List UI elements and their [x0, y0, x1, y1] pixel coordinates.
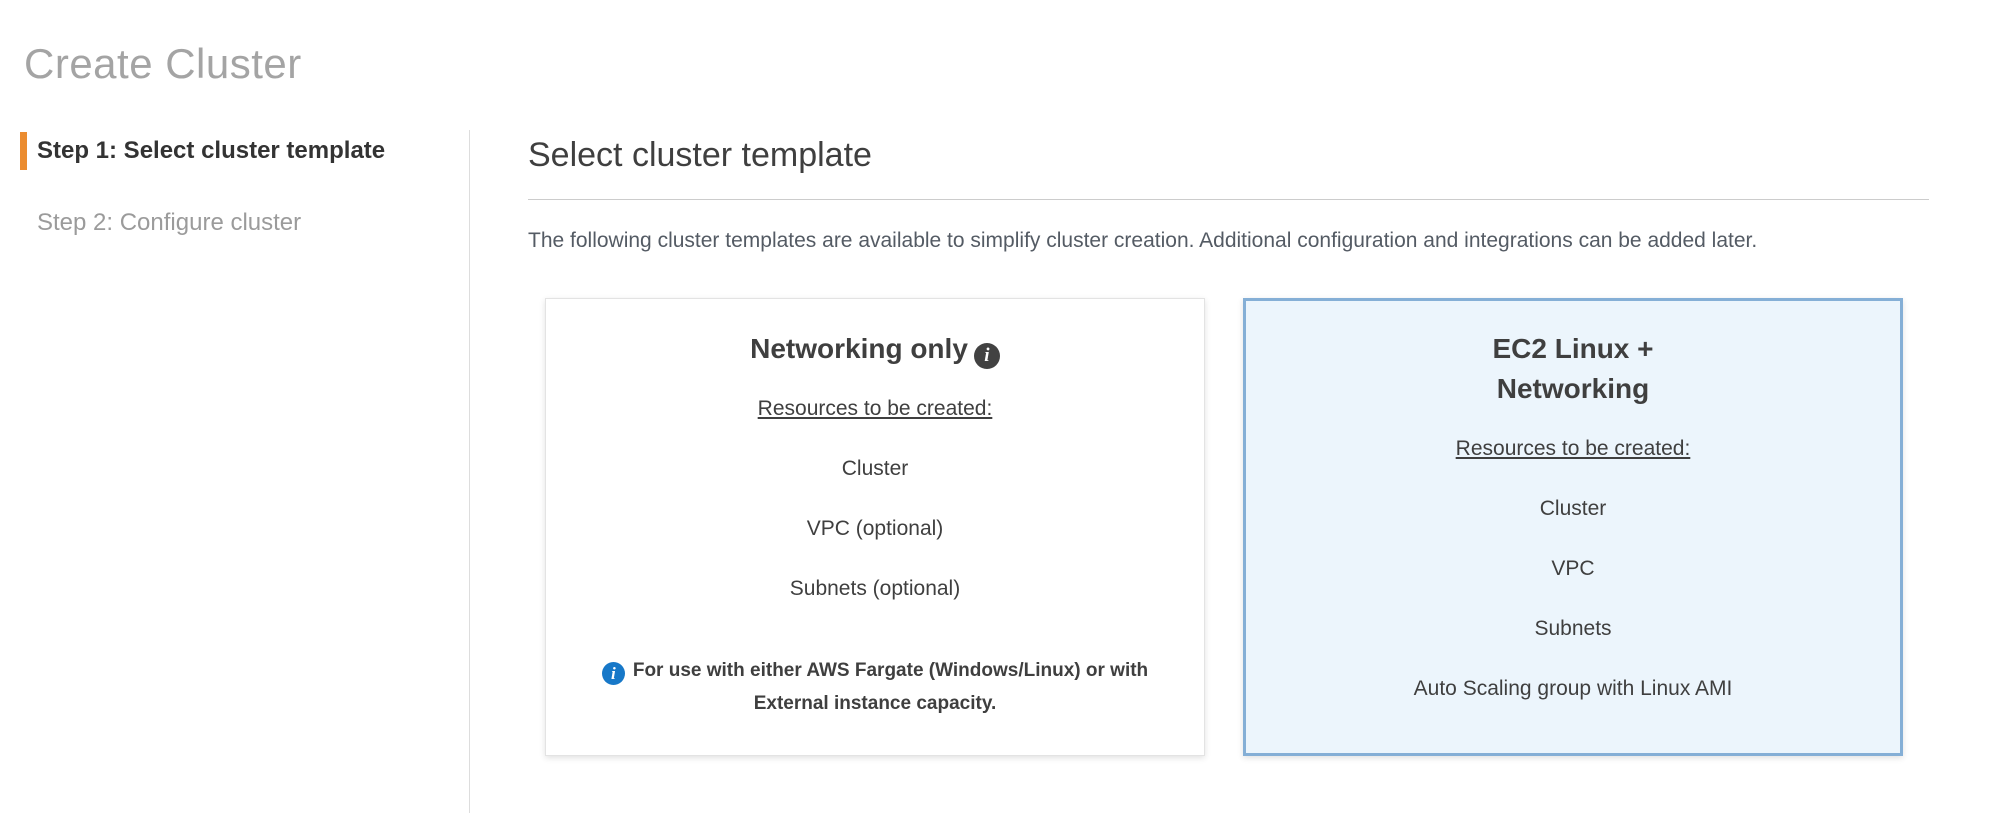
- resource-item: Subnets (optional): [789, 577, 961, 600]
- cluster-template-cards: Networking only Resources to be created:…: [545, 298, 1929, 756]
- step-1-select-cluster-template[interactable]: Step 1: Select cluster template: [20, 132, 469, 170]
- card-note-text: For use with either AWS Fargate (Windows…: [632, 660, 1149, 714]
- resource-item: Subnets: [1534, 617, 1612, 640]
- card-note: For use with either AWS Fargate (Windows…: [595, 610, 1155, 720]
- step-2-configure-cluster[interactable]: Step 2: Configure cluster: [20, 204, 469, 242]
- info-icon[interactable]: [973, 343, 1000, 369]
- card-ec2-linux-networking[interactable]: EC2 Linux + Networking Resources to be c…: [1243, 298, 1903, 756]
- step-2-label: Step 2: Configure cluster: [37, 209, 302, 236]
- wizard-steps-sidebar: Step 1: Select cluster template Step 2: …: [0, 130, 469, 813]
- main-content: Select cluster template The following cl…: [469, 130, 1999, 813]
- resource-item: Auto Scaling group with Linux AMI: [1413, 677, 1733, 700]
- card-ec2-linux-title: EC2 Linux + Networking: [1492, 333, 1654, 404]
- resource-item: Cluster: [841, 457, 909, 480]
- resource-item: VPC: [1551, 557, 1595, 580]
- resources-label: Resources to be created:: [757, 397, 993, 420]
- card-title-text: Networking only: [750, 333, 968, 364]
- card-networking-only-title: Networking only: [750, 329, 1000, 369]
- page-title: Create Cluster: [24, 40, 302, 87]
- section-description: The following cluster templates are avai…: [528, 229, 1758, 252]
- section-heading: Select cluster template: [528, 136, 872, 174]
- step-1-label: Step 1: Select cluster template: [37, 137, 386, 164]
- info-icon: [601, 662, 625, 685]
- card-networking-only[interactable]: Networking only Resources to be created:…: [545, 298, 1205, 756]
- heading-divider: [528, 199, 1929, 200]
- resource-item: VPC (optional): [806, 517, 944, 540]
- resources-label: Resources to be created:: [1455, 437, 1691, 460]
- resource-item: Cluster: [1539, 497, 1607, 520]
- wizard-layout: Step 1: Select cluster template Step 2: …: [0, 130, 1999, 813]
